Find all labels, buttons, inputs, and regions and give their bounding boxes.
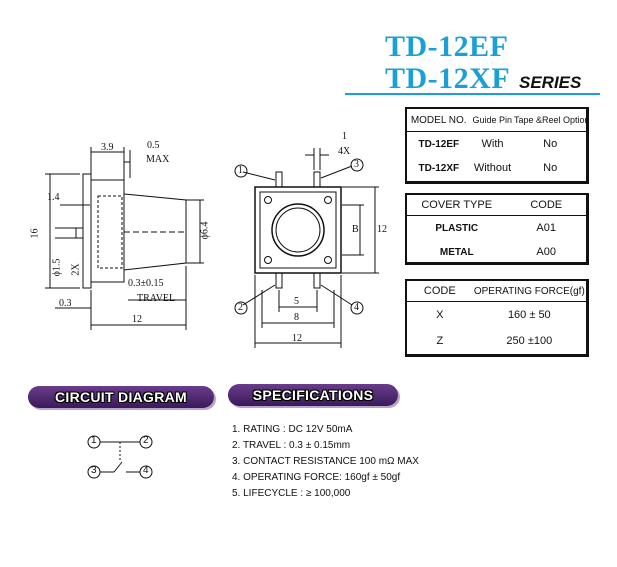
dim-5: 5 — [294, 296, 299, 307]
circuit-heading-text: CIRCUIT DIAGRAM — [54, 389, 188, 405]
model-header-tape: Tape &Reel Option — [514, 115, 590, 125]
cover-cell: A01 — [536, 222, 556, 234]
cover-header-type: COVER TYPE — [421, 199, 493, 211]
circuit-schematic — [87, 435, 153, 479]
cover-table-header: COVER TYPE CODE — [407, 195, 586, 216]
dim-travel: TRAVEL — [137, 293, 176, 304]
force-cell: 160 ± 50 — [507, 309, 551, 321]
dim-4x: 4X — [338, 146, 351, 157]
cover-cell: METAL — [439, 246, 474, 258]
dim-2x: 2X — [70, 263, 82, 276]
circuit-node-1: 1 — [91, 435, 97, 446]
specifications-heading-text: SPECIFICATIONS — [252, 387, 374, 403]
force-header-code: CODE — [423, 285, 456, 297]
spec-item: 5. LIFECYCLE : ≥ 100,000 — [232, 488, 351, 499]
spec-item: 1. RATING : DC 12V 50mA — [232, 424, 353, 435]
dim-3-9: 3.9 — [101, 142, 114, 153]
model-table-header: MODEL NO. Guide Pin Tape &Reel Option — [407, 109, 590, 132]
model-cell: No — [543, 138, 558, 150]
table-row: Z 250 ±100 — [407, 328, 586, 354]
cover-cell: A00 — [536, 246, 556, 258]
model-cell: Without — [473, 162, 512, 174]
dim-16: 16 — [29, 228, 41, 239]
dim-phi-6-4: ϕ6.4 — [199, 221, 211, 240]
dim-12-right: 12 — [377, 224, 387, 235]
force-cell: X — [436, 309, 444, 321]
title-td-12ef: TD-12EF — [385, 30, 509, 63]
pin-label-2: 2 — [238, 302, 243, 313]
dim-max: MAX — [146, 154, 170, 165]
model-cell: TD-12XF — [418, 162, 460, 174]
side-view-flange — [82, 173, 92, 289]
top-view-button — [271, 203, 325, 257]
side-view-guide-pin — [75, 227, 84, 239]
circuit-node-2: 2 — [143, 435, 149, 446]
circuit-diagram-heading: CIRCUIT DIAGRAM — [28, 386, 214, 408]
specifications-list: 1. RATING : DC 12V 50mA 2. TRAVEL : 0.3 … — [232, 422, 419, 502]
force-cell: Z — [436, 335, 444, 347]
table-row: PLASTIC A01 — [407, 216, 586, 240]
model-cell: With — [481, 138, 504, 150]
spec-item: 4. OPERATING FORCE: 160gf ± 50gf — [232, 472, 401, 483]
table-row: TD-12EF With No — [407, 132, 586, 156]
model-header-guide: Guide Pin — [472, 115, 512, 125]
dim-0-3: 0.3 — [59, 298, 72, 309]
force-cell: 250 ±100 — [506, 335, 553, 347]
table-row: X 160 ± 50 — [407, 302, 586, 328]
side-view-hidden — [97, 195, 123, 269]
dim-8: 8 — [294, 312, 299, 323]
cover-cell: PLASTIC — [435, 222, 479, 234]
table-row: TD-12XF Without No — [407, 156, 586, 180]
dim-phi-1-5: ϕ1.5 — [51, 258, 63, 277]
model-cell: TD-12EF — [418, 138, 460, 150]
pin-label-4: 4 — [354, 302, 359, 313]
side-view-body — [90, 179, 125, 283]
force-header-force: OPERATING FORCE(gf) — [473, 285, 585, 297]
table-row: METAL A00 — [407, 240, 586, 264]
dim-b: B — [352, 224, 359, 235]
circuit-node-4: 4 — [143, 465, 149, 476]
dim-1: 1 — [342, 131, 347, 142]
dim-12-bottom: 12 — [292, 333, 302, 344]
pin-label-3: 3 — [354, 159, 359, 170]
side-view-cap — [123, 193, 187, 271]
dim-travel-value: 0.3±0.15 — [128, 278, 164, 289]
dim-1-4: 1.4 — [47, 192, 60, 203]
title-td-12xf: TD-12XF — [385, 62, 511, 95]
pin-label-1: 1 — [238, 165, 243, 176]
circuit-node-3: 3 — [91, 465, 97, 476]
spec-item: 3. CONTACT RESISTANCE 100 mΩ MAX — [232, 456, 419, 467]
cover-header-code: CODE — [530, 199, 563, 211]
specifications-heading: SPECIFICATIONS — [228, 384, 398, 406]
dim-12-side: 12 — [132, 314, 142, 325]
model-header-model: MODEL NO. — [410, 114, 467, 126]
title-series: SERIES — [519, 73, 582, 92]
dim-0-5: 0.5 — [147, 140, 160, 151]
force-table-header: CODE OPERATING FORCE(gf) — [407, 281, 586, 302]
model-table: MODEL NO. Guide Pin Tape &Reel Option TD… — [405, 107, 590, 184]
force-table: CODE OPERATING FORCE(gf) X 160 ± 50 Z 25… — [405, 279, 589, 357]
model-cell: No — [543, 162, 558, 174]
cover-table: COVER TYPE CODE PLASTIC A01 METAL A00 — [405, 193, 589, 265]
title-underline — [345, 93, 600, 95]
top-view-body — [254, 186, 342, 274]
spec-item: 2. TRAVEL : 0.3 ± 0.15mm — [232, 440, 351, 451]
